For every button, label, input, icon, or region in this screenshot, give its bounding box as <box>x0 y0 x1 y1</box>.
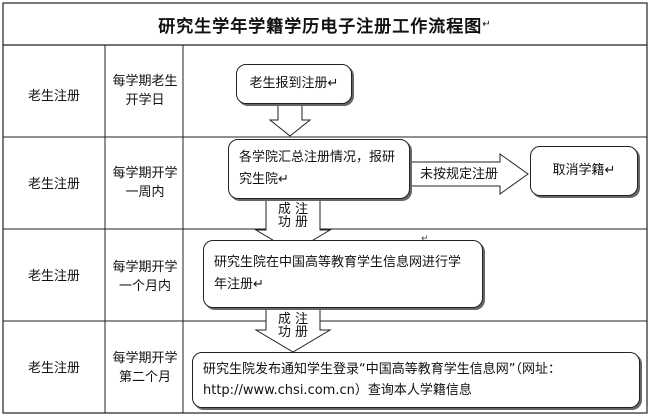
title-text: 研究生学年学籍学历电子注册工作流程图 <box>158 16 483 37</box>
svg-text:↵: ↵ <box>421 234 429 244</box>
node-report: 老生报到注册↵ <box>236 64 352 104</box>
arrow-summarize-to-cancel <box>409 153 529 195</box>
node-report-text: 老生报到注册↵ <box>249 76 339 91</box>
arrow-report-to-summarize <box>268 101 312 137</box>
arrow-register-to-notify <box>254 307 332 353</box>
row-3-timing: 每学期开学一个月内 <box>112 260 178 294</box>
row-1-category: 老生注册 <box>27 88 80 104</box>
row-1-timing: 每学期老生开学日 <box>112 74 178 108</box>
edge-label-not-registered: 未按规定注册 <box>419 167 498 182</box>
row-2-timing: 每学期开学一周内 <box>112 166 178 200</box>
row-4-timing: 每学期开学第二个月 <box>112 351 178 385</box>
node-register-online: 研究生院在中国高等教育学生信息网进行学年注册↵ <box>203 240 483 308</box>
node-notify: 研究生院发布通知学生登录“中国高等教育学生信息网”（网址：http://www.… <box>192 352 640 408</box>
title-mark: ↵ <box>482 18 492 30</box>
node-summarize: 各学院汇总注册情况，报研究生院↵ <box>228 139 410 199</box>
node-cancel-text: 取消学籍↵ <box>552 163 616 178</box>
node-cancel: 取消学籍↵ <box>530 146 638 196</box>
node-register-online-text: 研究生院在中国高等教育学生信息网进行学年注册↵ <box>214 255 462 292</box>
row-4-category: 老生注册 <box>27 360 80 376</box>
edge-label-success-2: 成 注 功 册 <box>277 312 309 340</box>
node-summarize-text: 各学院汇总注册情况，报研究生院↵ <box>239 150 396 187</box>
node-notify-text: 研究生院发布通知学生登录“中国高等教育学生信息网”（网址：http://www.… <box>203 362 561 398</box>
edge-label-success-1: 成 注 功 册 <box>277 202 309 230</box>
page-title: 研究生学年学籍学历电子注册工作流程图↵ <box>4 4 646 44</box>
row-3-category: 老生注册 <box>27 268 80 284</box>
row-2-category: 老生注册 <box>27 176 80 192</box>
